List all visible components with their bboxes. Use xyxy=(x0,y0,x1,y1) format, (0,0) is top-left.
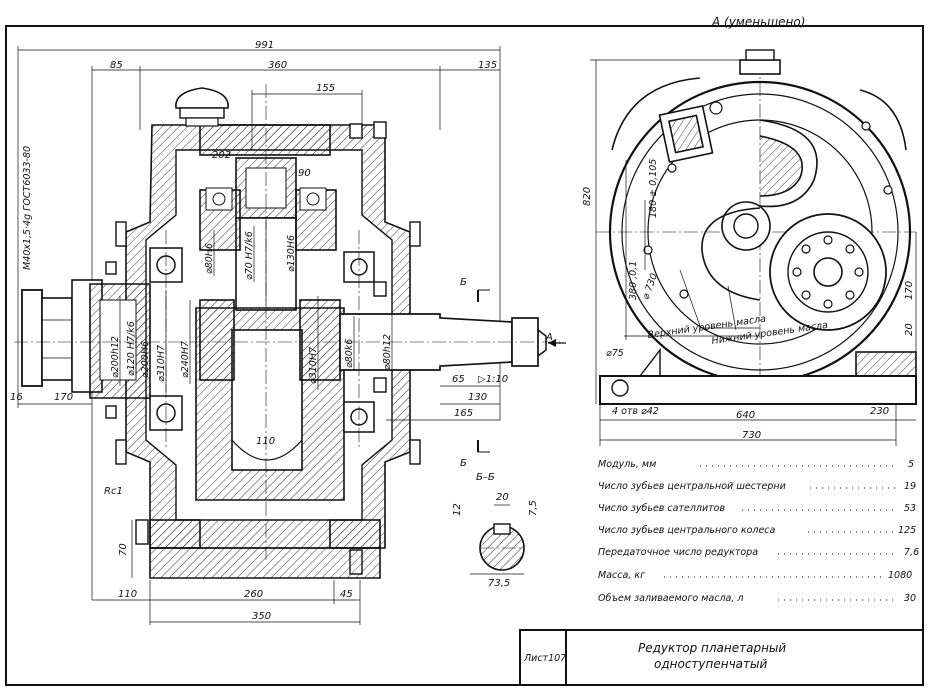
section-dim-12: 12 xyxy=(452,503,463,516)
spec-value: 7,6 xyxy=(904,547,919,558)
spec-row: Число зубьев центральной шестерни 19 xyxy=(598,481,916,492)
title-line-2: одноступенчатый xyxy=(654,657,767,671)
spec-value: 30 xyxy=(904,593,916,604)
thread-note: М40х1,5·4g ГОСТ6033-80 xyxy=(22,146,33,270)
dim-130: 130 xyxy=(468,392,487,403)
title-block: Лист107 Редуктор планетарный одноступенч… xyxy=(519,629,924,686)
dim-taper: ▷1:10 xyxy=(478,374,508,385)
diameter-labels: ⌀200h12 ⌀120 Н7/k6 ⌀200H6 ⌀310H7 ⌀240H7 … xyxy=(110,231,393,384)
spec-table: Модуль, мм 5 Число зубьев центральной ше… xyxy=(598,459,919,604)
dim-640: 640 xyxy=(736,410,755,421)
diam-label: ⌀80H6 xyxy=(204,243,215,274)
spec-value: 53 xyxy=(904,503,916,514)
section-mark-top: Б xyxy=(460,277,467,288)
diam-label: ⌀70 H7/k6 xyxy=(244,231,255,280)
dim-65: 65 xyxy=(452,374,465,385)
dim-110: 110 xyxy=(256,436,275,447)
dim-90: 90 xyxy=(298,168,311,179)
dim-bottom-110: 110 xyxy=(118,589,137,600)
section-bb-title: Б–Б xyxy=(476,472,495,483)
spec-label: Объем заливаемого масла, л xyxy=(598,593,743,604)
spec-row: Передаточное число редуктора 7,6 xyxy=(598,547,919,558)
dim-380: 380 ,0,1 xyxy=(628,261,639,300)
section-dim-7-5: 7,5 xyxy=(528,500,539,516)
dim-170: 170 xyxy=(54,392,73,403)
dim-20-side: 20 xyxy=(904,323,915,336)
dim-170-side: 170 xyxy=(904,281,915,300)
dim-180: 180 ± 0,105 xyxy=(648,159,659,218)
spec-label: Передаточное число редуктора xyxy=(598,547,758,558)
title-line-1: Редуктор планетарный xyxy=(638,641,786,655)
spec-row: Число зубьев сателлитов 53 xyxy=(598,503,916,514)
spec-value: 19 xyxy=(904,481,916,492)
diam-label: ⌀80h12 xyxy=(382,334,393,370)
dim-820: 820 xyxy=(582,187,593,206)
diam-label: ⌀120 Н7/k6 xyxy=(126,321,137,376)
spec-value: 5 xyxy=(908,459,914,470)
spec-label: Число зубьев центрального колеса xyxy=(598,525,776,536)
dim-bottom-350: 350 xyxy=(252,611,271,622)
side-view-a: А (уменьшено) xyxy=(590,15,917,446)
dim-right-top: 135 xyxy=(478,60,497,71)
section-mark-bottom: Б xyxy=(460,458,467,469)
dim-230: 230 xyxy=(870,406,889,417)
view-a-arrow-label: А xyxy=(545,332,553,343)
dim-bottom-45: 45 xyxy=(340,589,353,600)
dim-155: 155 xyxy=(316,83,335,94)
spec-label: Число зубьев центральной шестерни xyxy=(598,481,786,492)
spec-row: Объем заливаемого масла, л 30 xyxy=(598,593,916,604)
diam-label: ⌀200h12 xyxy=(110,336,121,378)
view-a-title: А (уменьшено) xyxy=(711,15,805,29)
spec-label: Модуль, мм xyxy=(598,459,656,470)
dim-70: 70 xyxy=(118,543,129,556)
spec-label: Число зубьев сателлитов xyxy=(598,503,725,514)
diam-label: ⌀200H6 xyxy=(140,341,151,378)
spec-value: 125 xyxy=(898,525,916,536)
front-view-dimensions: 991 85 360 135 155 202 90 110 65 ▷1:10 1… xyxy=(10,40,553,622)
spec-row: Модуль, мм 5 xyxy=(598,459,914,470)
diam-label: ⌀310H7 xyxy=(308,347,319,384)
front-section-view xyxy=(14,46,566,625)
diam-label: ⌀80k6 xyxy=(344,339,355,368)
roughness-note: Rc1 xyxy=(104,486,123,497)
dim-202: 202 xyxy=(212,150,231,161)
dim-holes: 4 отв ⌀42 xyxy=(612,406,659,417)
section-dim-20: 20 xyxy=(496,492,509,503)
spec-row: Масса, кг 1080 xyxy=(598,570,912,581)
spec-row: Число зубьев центрального колеса 125 xyxy=(598,525,916,536)
sheet-frame xyxy=(5,25,924,686)
sheet-number: Лист107 xyxy=(523,653,566,664)
spec-label: Масса, кг xyxy=(598,570,646,581)
dim-16: 16 xyxy=(10,392,23,403)
diam-label: ⌀130H6 xyxy=(286,235,297,272)
dim-730: 730 xyxy=(742,430,761,441)
dim-left-top: 85 xyxy=(110,60,123,71)
dim-overall: 991 xyxy=(255,40,274,51)
dim-mid-top: 360 xyxy=(268,60,287,71)
dim-165: 165 xyxy=(454,408,473,419)
section-dim-73-5: 73,5 xyxy=(488,578,510,589)
diam-label: ⌀310H7 xyxy=(156,345,167,382)
dim-bottom-260: 260 xyxy=(244,589,263,600)
spec-value: 1080 xyxy=(888,570,912,581)
diam-label: ⌀240H7 xyxy=(180,341,191,378)
dim-75: ⌀75 xyxy=(606,348,624,359)
section-bb: Б–Б 20 12 7,5 73,5 xyxy=(452,472,539,589)
